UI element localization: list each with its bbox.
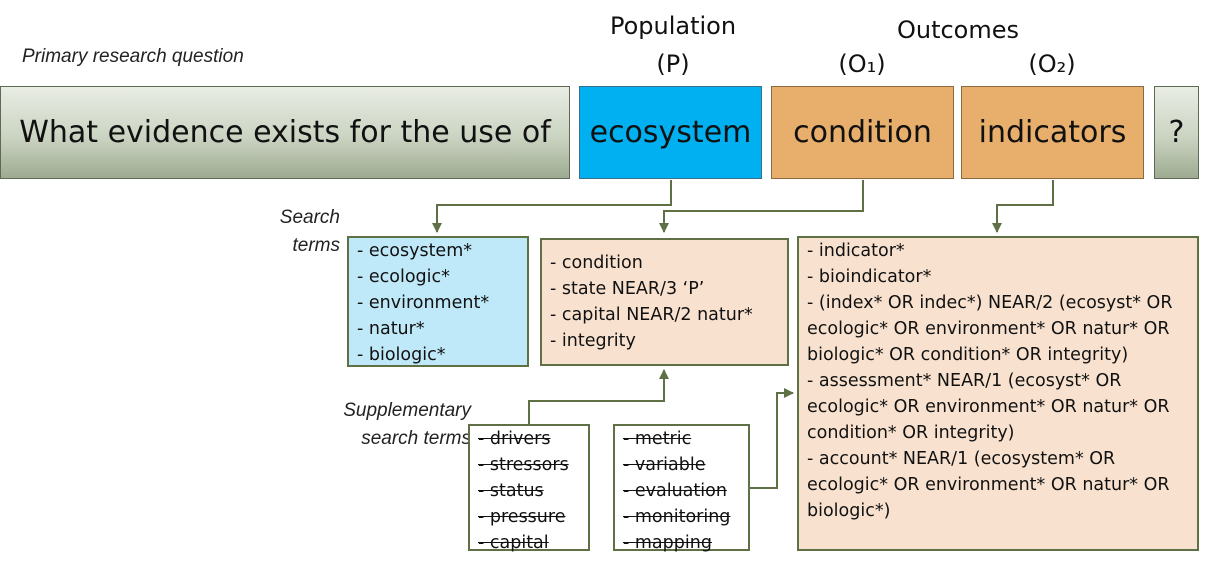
outcome2-box: indicators (961, 86, 1144, 179)
list-item: - stressors (478, 455, 569, 475)
list-item: - mapping (623, 533, 712, 553)
list-item: - drivers (478, 429, 551, 449)
question-lead-box: What evidence exists for the use of (0, 86, 570, 179)
population-box: ecosystem (579, 86, 762, 179)
list-item: - integrity (550, 331, 636, 351)
list-item: - natur* (357, 319, 425, 339)
list-item: - indicator* (807, 241, 905, 261)
arrow-condition-terms (659, 180, 864, 233)
supplementary-label-line2: search terms (361, 428, 471, 449)
list-item: - condition (550, 253, 643, 273)
indicator-terms-list: - indicator* - bioindicator* - (index* O… (797, 236, 1199, 551)
list-item: - monitoring (623, 507, 731, 527)
list-item: - metric (623, 429, 692, 449)
list-item: - biologic* (357, 345, 446, 365)
list-item: - bioindicator* (807, 267, 932, 287)
arrow-supplementary-indicators (750, 388, 794, 489)
arrow-population-terms (432, 180, 672, 233)
primary-question-label: Primary research question (22, 46, 244, 67)
list-item: - (index* OR indec*) NEAR/2 (ecosyst* OR… (807, 293, 1173, 365)
supplementary-condition-list: - drivers - stressors - status - pressur… (468, 424, 590, 553)
search-terms-label: Search terms (262, 204, 340, 260)
list-item: - account* NEAR/1 (ecosystem* OR ecologi… (807, 449, 1170, 521)
arrow-indicator-terms (992, 180, 1054, 233)
population-terms-list: - ecosystem* - ecologic* - environment* … (347, 236, 529, 367)
list-item: - state NEAR/3 ‘P’ (550, 279, 705, 299)
list-item: - ecosystem* (357, 241, 472, 261)
outcome1-code: (O₁) (838, 50, 886, 78)
supplementary-indicators-list: - metric - variable - evaluation - monit… (613, 424, 750, 553)
population-code: (P) (656, 50, 690, 78)
search-terms-label-line1: Search (279, 207, 340, 228)
list-item: - capital NEAR/2 natur* (550, 305, 753, 325)
list-item: - variable (623, 455, 706, 475)
question-end-box: ? (1154, 86, 1199, 179)
condition-terms-list: - condition - state NEAR/3 ‘P’ - capital… (540, 238, 789, 366)
list-item: - ecologic* (357, 267, 450, 287)
list-item: - status (478, 481, 544, 501)
search-terms-label-line2: terms (292, 235, 341, 256)
arrow-supplementary-condition (528, 369, 669, 424)
list-item: - pressure (478, 507, 566, 527)
population-header: Population (609, 12, 737, 40)
list-item: - evaluation (623, 481, 727, 501)
outcome2-code: (O₂) (1028, 50, 1076, 78)
outcomes-header: Outcomes (896, 16, 1020, 44)
list-item: - environment* (357, 293, 490, 313)
outcome1-box: condition (771, 86, 954, 179)
list-item: - capital (478, 533, 549, 553)
supplementary-label-line1: Supplementary (343, 400, 471, 421)
list-item: - assessment* NEAR/1 (ecosyst* OR ecolog… (807, 371, 1170, 443)
supplementary-terms-label: Supplementary search terms (300, 397, 471, 453)
